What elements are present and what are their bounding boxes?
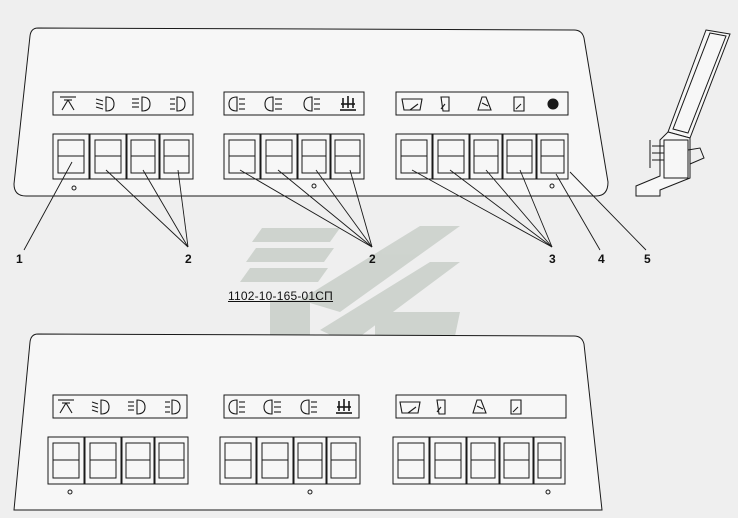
callout-5: 5	[644, 252, 651, 266]
cab-heater-icon	[336, 399, 352, 414]
leader-lines	[23, 161, 647, 251]
parking-light-icon	[170, 96, 186, 112]
callout-4: 4	[598, 252, 605, 266]
high-beam-icon	[132, 96, 151, 112]
callout-2b: 2	[369, 252, 376, 266]
windshield-wiper-icon	[399, 401, 421, 414]
interior-lamp-icon	[58, 399, 74, 414]
front-fog-lamp-icon	[228, 399, 245, 415]
rear-fog-lamp-icon	[264, 96, 282, 112]
rear-fog-lamp-icon	[263, 399, 281, 415]
parking-light-icon	[165, 399, 181, 415]
low-beam-icon	[91, 399, 110, 415]
high-beam-icon	[128, 399, 146, 415]
fan-icon	[547, 98, 559, 110]
switch-side-view	[635, 29, 731, 197]
door-glass-icon	[510, 399, 522, 415]
assembly-code: 1102-10-165-01СП	[228, 289, 334, 303]
interior-lamp-icon	[60, 96, 76, 111]
callout-3: 3	[549, 252, 556, 266]
door-glass-icon	[513, 96, 525, 112]
side-marker-icon	[303, 96, 320, 112]
callout-1: 1	[16, 252, 23, 266]
rear-wiper-icon	[477, 96, 492, 111]
washer-icon	[436, 399, 446, 415]
windshield-wiper-icon	[401, 98, 423, 111]
bottom-panel	[13, 333, 603, 511]
cab-heater-icon	[340, 96, 356, 111]
side-marker-icon	[300, 399, 317, 415]
callout-2a: 2	[185, 252, 192, 266]
low-beam-icon	[95, 96, 115, 112]
front-fog-lamp-icon	[228, 96, 245, 112]
top-panel	[13, 27, 609, 197]
washer-icon	[440, 96, 450, 112]
rear-wiper-icon	[472, 399, 487, 414]
